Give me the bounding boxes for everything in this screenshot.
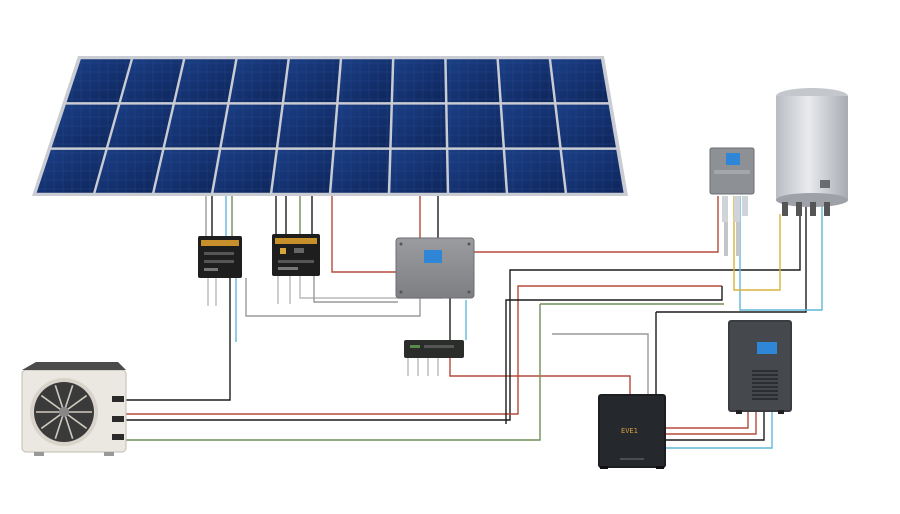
wire-combiner-left-gray [245,278,421,317]
solar-cell-grid [338,59,392,103]
vent-slot [752,394,778,396]
wire-tank-to-inverter-black [656,202,807,313]
water-heater-tank [776,88,848,216]
solar-cell-grid [561,149,624,193]
wire-controller-to-switch-red [474,196,719,253]
solar-panel-cells [36,59,624,193]
wire-tank-to-heatpump-black [122,200,801,421]
solar-cell-grid [108,104,173,148]
solar-cell-grid [331,149,390,193]
vent-slot [752,370,778,372]
battery-label: EVE1 [621,427,638,435]
wire-switch-to-battery-gray [552,333,649,394]
vent-slot [752,378,778,380]
solar-cell-grid [447,104,503,148]
solar-cell-grid [393,59,445,103]
solar-cell-grid [551,59,609,103]
solar-cell-grid [448,149,506,193]
solar-cell-grid [335,104,391,148]
inverter-display [757,342,777,354]
wire-inverter-to-battery-black [666,410,765,441]
vent-slot [752,386,778,388]
solar-cell-grid [284,59,340,103]
inverter-cabinet [728,320,792,414]
wiring [120,196,823,449]
vent-slot [752,398,778,400]
heat-pump-unit [21,362,127,456]
charge-controller [395,237,475,299]
wire-combiner-left-down-3 [120,278,231,401]
vent-slot [752,382,778,384]
wire-panel-to-controller-red-left [331,196,396,273]
combiner-box-right [272,234,320,276]
solar-cell-grid [391,104,446,148]
solar-cell-grid [51,104,118,148]
wire-combiner-right-down-3 [299,276,442,299]
wire-tank-blue [739,196,823,311]
wire-inverter-to-battery-red-2 [666,410,757,435]
solar-cell-grid [498,59,554,103]
solar-cell-grid [278,104,336,148]
wire-inverter-to-battery-red-1 [666,410,749,429]
solar-cell-grid [66,59,131,103]
solar-panel-array [32,56,628,196]
solar-cell-grid [221,104,282,148]
inverter-vents [752,370,778,400]
wall-switch-box [709,147,755,256]
vent-slot [752,390,778,392]
solar-cell-grid [36,149,106,193]
vent-slot [752,374,778,376]
solar-cell-grid [556,104,616,148]
wire-tank-yellow [733,196,781,291]
solar-cell-grid [390,149,447,193]
solar-cell-grid [165,104,227,148]
dc-breaker-module [404,340,464,358]
solar-cell-grid [121,59,183,103]
wire-tank-to-heatpump-red [122,285,722,415]
solar-cell-grid [229,59,288,103]
solar-cell-grid [95,149,162,193]
controller-display [424,250,442,263]
wire-inverter-to-battery-blue [666,410,773,449]
solar-cell-grid [446,59,500,103]
solar-cell-grid [175,59,236,103]
battery-cabinet: EVE1 [598,394,666,469]
solar-cell-grid [272,149,333,193]
wire-combiner-right-down-4 [313,276,398,303]
solar-cell-grid [502,104,560,148]
solar-cell-grid [505,149,565,193]
solar-cell-grid [213,149,276,193]
wire-tank-to-heatpump-green [122,303,724,441]
combiner-box-left [198,236,242,278]
solar-cell-grid [154,149,219,193]
wire-tank-to-heatpump-black-2 [505,286,723,424]
